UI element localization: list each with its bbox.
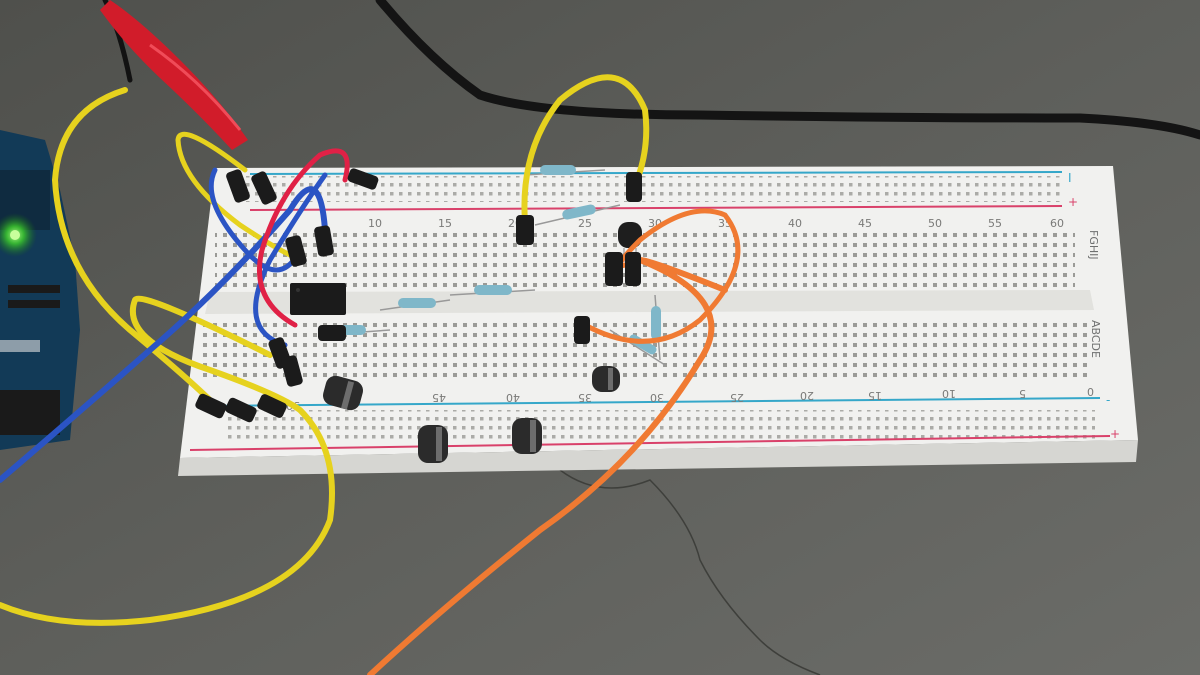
col-num: 25 — [578, 217, 592, 230]
floor-crack — [559, 469, 821, 675]
top-rail-minus: I — [1068, 171, 1072, 185]
background-black-cable — [375, 0, 1200, 140]
col-num: 50 — [928, 217, 942, 230]
connector — [285, 235, 307, 267]
capacitor — [592, 366, 620, 392]
jumper-wires — [0, 0, 741, 675]
capacitors — [323, 366, 620, 463]
connector — [226, 169, 250, 203]
blue-wire-chip — [253, 172, 328, 348]
col-num: 15 — [438, 217, 452, 230]
top-red-rail-line — [249, 205, 1063, 211]
col-num: 40 — [788, 217, 802, 230]
connector — [314, 225, 334, 257]
capacitor — [323, 375, 363, 411]
connector — [626, 172, 642, 202]
top-blue-rail-line — [249, 171, 1063, 175]
col-num: 35 — [578, 391, 592, 404]
col-num: 45 — [432, 391, 446, 404]
lower-row-letters: ABCDE — [1089, 320, 1102, 358]
col-num: 10 — [368, 217, 382, 230]
bottom-red-rail-line — [189, 435, 1111, 451]
red-alligator-clip — [100, 0, 248, 150]
col-num: 25 — [730, 391, 744, 404]
connector — [625, 252, 641, 286]
connector — [195, 393, 227, 419]
bottom-rail-minus: - — [1106, 393, 1110, 407]
col-num: 20 — [800, 389, 814, 402]
bottom-rail-plus: + — [1110, 427, 1120, 441]
red-wire-loop — [256, 148, 350, 328]
connector — [281, 355, 303, 387]
col-num: 0 — [1087, 385, 1094, 398]
col-num: 15 — [868, 389, 882, 402]
breadboard: + I + - 10 15 20 25 30 35 40 45 50 55 60… — [178, 166, 1138, 476]
orange-wire-loop — [582, 208, 741, 344]
yellow-wire-top-arch — [521, 74, 650, 225]
yellow-wire-left-long — [51, 87, 218, 408]
col-num: 30 — [650, 391, 664, 404]
capacitor — [418, 425, 448, 463]
blue-wire-long — [0, 186, 328, 483]
col-num: 10 — [942, 387, 956, 400]
yellow-wire-left-loop — [0, 295, 335, 626]
connector — [347, 168, 379, 190]
connector — [318, 325, 346, 341]
upper-row-letters: FGHIJ — [1087, 230, 1100, 260]
orange-wire-long — [367, 257, 728, 675]
resistor — [534, 204, 621, 226]
connector — [225, 397, 257, 423]
blue-wire-loop — [208, 167, 303, 273]
resistor — [379, 298, 451, 311]
connector — [516, 215, 534, 245]
connector — [251, 171, 277, 205]
top-power-rail-holes — [245, 176, 1065, 202]
connector — [605, 252, 623, 286]
connector — [257, 394, 287, 418]
capacitor — [512, 418, 542, 454]
ic-chip — [290, 283, 346, 315]
resistor — [449, 285, 536, 296]
col-num: 40 — [506, 391, 520, 404]
resistor — [524, 165, 606, 176]
wire-end-connectors — [195, 168, 642, 423]
col-num: 45 — [858, 217, 872, 230]
top-rail-plus: + — [1068, 195, 1078, 209]
connector — [574, 316, 590, 344]
arduino-board — [0, 130, 80, 450]
col-num: 5 — [1019, 387, 1026, 400]
col-num: 55 — [988, 217, 1002, 230]
resistor — [651, 294, 661, 361]
col-num: 60 — [1050, 217, 1064, 230]
